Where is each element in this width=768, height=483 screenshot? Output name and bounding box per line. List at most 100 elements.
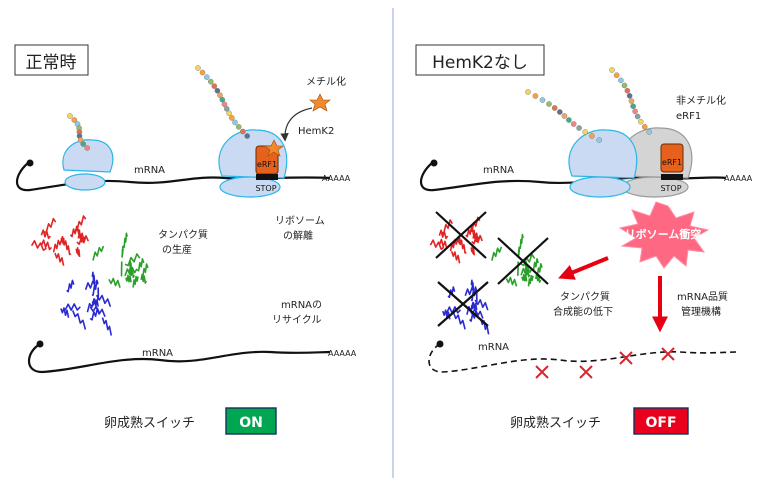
right-polya-label: AAAAA [724, 174, 753, 183]
protein-ribbon-segment [108, 277, 121, 288]
recycled-mrna-strand [27, 343, 331, 374]
protein-ribbon-segment [64, 303, 81, 311]
protein-down-label-line1: タンパク質 [560, 290, 610, 303]
stop-label: STOP [255, 184, 276, 193]
protein-ribbon-segment [491, 246, 503, 261]
amino-acid-bead [596, 137, 603, 143]
right-mrna-5cap [430, 159, 438, 167]
crossed-protein-green [491, 233, 543, 287]
protein-ribbon-segment [442, 309, 451, 320]
amino-acid-bead [646, 129, 653, 135]
stop-label: STOP [660, 184, 681, 193]
left-ribosome-at-stop: eRF1 STOP [218, 129, 288, 198]
crossed-protein-blue [442, 279, 490, 335]
amino-acid-bead [84, 145, 90, 151]
arrow-to-protein-loss [558, 256, 609, 280]
recycled-mrna-label: mRNA [142, 348, 173, 359]
left-title: 正常時 [26, 53, 77, 73]
protein-ribbon-segment [60, 307, 70, 318]
protein-ribbon-segment [76, 235, 90, 245]
left-title-box [14, 44, 89, 76]
left-mrna-label: mRNA [134, 165, 165, 176]
protein-ribbon-segment [527, 275, 534, 287]
amino-acid-bead [217, 92, 223, 98]
amino-acid-bead [199, 69, 206, 76]
recycled-mrna-5cap [36, 340, 44, 348]
amino-acid-bead [609, 67, 615, 73]
protein-ribbon-segment [101, 317, 113, 336]
protein-ribbon-segment [468, 309, 479, 322]
left-ribosome-translating [62, 139, 114, 191]
amino-acid-bead [235, 124, 242, 130]
protein-ribbon-segment [71, 310, 87, 330]
amino-acid-bead [632, 108, 638, 115]
protein-ribbon-segment [519, 233, 524, 249]
protein-ribbon-segment [75, 247, 81, 258]
cleavage-x-3 [619, 351, 633, 365]
protein-ribbon-segment [470, 279, 475, 291]
amino-acid-bead [71, 117, 78, 123]
amino-acid-bead [532, 93, 539, 99]
cross-green-b [497, 237, 549, 285]
right-trna-chain-2 [609, 67, 653, 135]
protein-production-label-line2: の生産 [162, 243, 192, 256]
protein-ribbon-segment [40, 229, 52, 240]
protein-ribbon-segment [128, 267, 136, 279]
switch-off-badge [633, 407, 689, 435]
recycle-label-line2: リサイクル [272, 314, 322, 326]
protein-ribbon-segment [450, 251, 461, 264]
protein-ribbon-segment [474, 299, 489, 311]
ribosome-small-subunit [569, 176, 631, 198]
methyl-star-on-erf1 [264, 139, 284, 157]
protein-ribbon-segment [89, 307, 100, 321]
collision-label: リボソーム衝突 [625, 227, 702, 241]
cleavage-x-1 [535, 365, 549, 379]
protein-ribbon-segment [505, 276, 518, 287]
protein-ribbon-segment [129, 260, 132, 271]
protein-ribbon-segment [121, 245, 124, 258]
amino-acid-bead [613, 72, 620, 78]
amino-acid-bead [628, 98, 635, 104]
protein-ribbon-segment [445, 306, 462, 314]
protein-ribbon-segment [86, 296, 100, 313]
amino-acid-bead [624, 87, 631, 94]
amino-acid-bead [525, 89, 531, 95]
protein-ribbon-segment [43, 217, 57, 234]
protein-production-label-line1: タンパク質 [158, 228, 208, 241]
amino-acid-bead [228, 115, 235, 121]
amino-acid-bead [211, 83, 218, 89]
amino-acid-bead [219, 96, 226, 103]
recycle-label-line1: mRNAの [281, 300, 322, 311]
right-trna-chain-1 [525, 89, 603, 143]
right-switch-label: 卵成熟スイッチ [510, 415, 601, 431]
amino-acid-bead [244, 133, 250, 139]
dissociation-label-line2: の解離 [283, 229, 313, 242]
protein-ribbon-segment [479, 318, 490, 335]
amino-acid-bead [570, 121, 577, 127]
amino-acid-bead [618, 77, 624, 84]
ribosome-large-subunit [568, 129, 638, 179]
erf1-label: eRF1 [257, 160, 277, 169]
unmethylated-erf1-protein [660, 143, 684, 173]
unmethylated-label-line2: eRF1 [676, 111, 701, 122]
amino-acid-bead [223, 106, 230, 112]
amino-acid-bead [621, 82, 628, 89]
degraded-mrna-label: mRNA [478, 342, 509, 353]
left-polya-label: AAAAA [322, 174, 351, 183]
degraded-mrna-strand [428, 343, 737, 373]
amino-acid-bead [239, 128, 246, 135]
protein-ribbon-segment [470, 245, 475, 256]
protein-ribbon-segment [91, 271, 96, 284]
amino-acid-bead [207, 78, 214, 85]
enzyme-label: HemK2 [298, 126, 334, 137]
protein-ribbon-segment [69, 225, 79, 238]
protein-ribbon-segment [125, 274, 132, 283]
protein-ribbon-segment [52, 239, 63, 253]
ribosome-collision-burst [618, 201, 710, 269]
protein-ribbon-segment [124, 253, 141, 267]
protein-ribbon-segment [66, 279, 75, 293]
amino-acid-bead [561, 113, 568, 119]
amino-acid-bead [203, 74, 210, 80]
protein-ribbon-segment [438, 229, 449, 240]
amino-acid-bead [566, 117, 572, 123]
